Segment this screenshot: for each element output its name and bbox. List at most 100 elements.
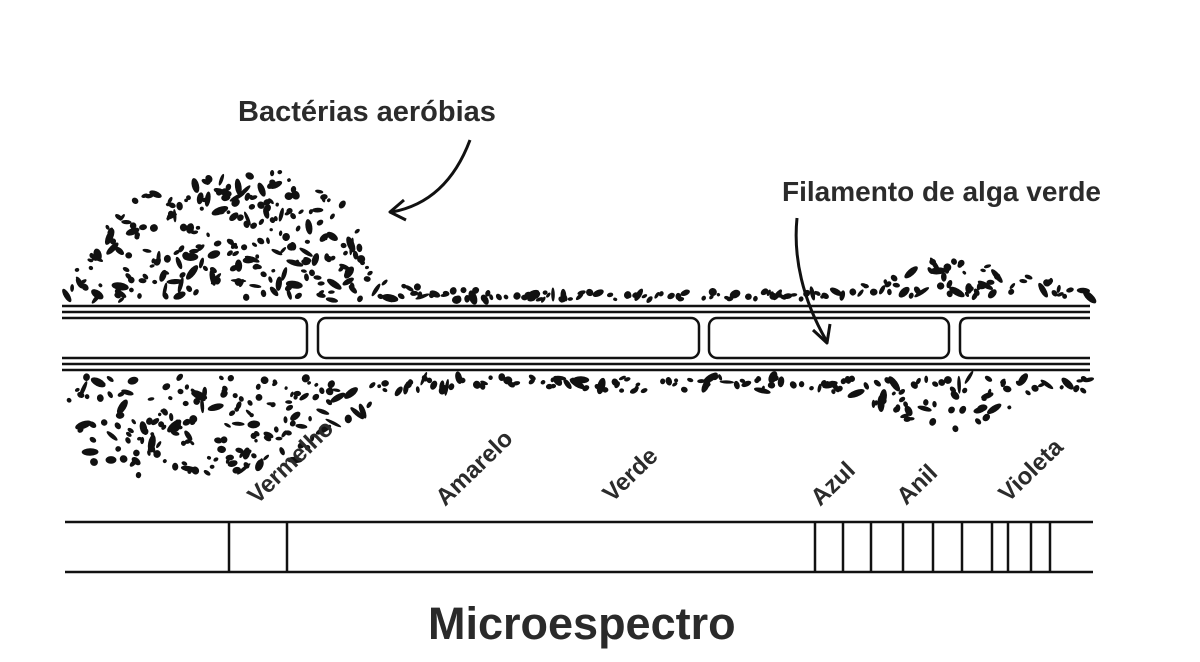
bacterium <box>328 290 335 294</box>
bacterium <box>100 419 108 426</box>
bacterium <box>178 245 185 253</box>
bacterium <box>878 285 886 295</box>
bacterium <box>286 289 292 300</box>
bacterium <box>278 207 284 222</box>
bacterium <box>1056 284 1061 293</box>
bacterium <box>330 255 336 261</box>
bacterium <box>304 445 311 451</box>
bacterium <box>279 447 285 456</box>
bacterium <box>175 419 181 428</box>
bacterium <box>81 448 99 456</box>
bacterium <box>914 287 930 298</box>
bacterium <box>279 247 287 254</box>
bacterium <box>254 438 258 443</box>
bacterium <box>404 285 414 292</box>
bacterium <box>209 267 217 274</box>
bacterium <box>255 393 263 401</box>
bacterium <box>667 292 675 300</box>
bacterium <box>244 211 251 226</box>
bacterium <box>365 265 369 270</box>
bacterium <box>371 283 381 297</box>
bacterium <box>550 383 557 389</box>
bacterium <box>1002 385 1012 393</box>
bacterium <box>128 276 135 284</box>
bacterium <box>247 420 261 429</box>
bacterium <box>938 379 946 386</box>
bacterium <box>987 388 992 395</box>
bacterium <box>193 289 199 296</box>
bacterium <box>606 292 614 298</box>
bacterium <box>498 373 506 381</box>
bacterium <box>994 273 1001 280</box>
bacterium <box>131 419 137 425</box>
bacterium <box>98 283 103 288</box>
bacterium <box>299 392 309 401</box>
bacterium <box>243 462 250 469</box>
bacterium <box>634 385 639 391</box>
alga-filament <box>62 304 1090 372</box>
bacterium <box>654 292 660 299</box>
bacterium <box>1083 290 1097 304</box>
bacterium <box>172 462 179 471</box>
bacterium <box>260 271 267 278</box>
bacterium <box>481 294 489 305</box>
bacterium <box>79 279 87 285</box>
bacterium <box>761 385 765 392</box>
bacterium <box>131 456 141 466</box>
bacterium <box>917 405 932 412</box>
bacterium <box>289 241 297 251</box>
bacterium <box>194 399 199 404</box>
bacterium <box>327 380 335 389</box>
bacterium <box>238 185 251 198</box>
bacterium <box>635 382 641 387</box>
bacterium <box>316 408 330 415</box>
bacterium <box>660 378 666 385</box>
bacterium <box>142 248 152 253</box>
bacterium <box>196 192 204 205</box>
bacterium <box>286 456 303 464</box>
bacterium <box>489 294 494 301</box>
bacterium <box>946 280 953 289</box>
bacterium <box>857 289 864 297</box>
bacterium <box>513 292 521 300</box>
bacterium <box>847 388 865 399</box>
bacterium <box>206 232 210 238</box>
bacterium <box>182 252 199 262</box>
bacterium <box>977 404 988 412</box>
bacterium <box>892 282 900 288</box>
bacterium <box>305 219 313 235</box>
bacterium <box>286 208 293 214</box>
bacterium <box>343 250 348 256</box>
bacteria-arrow-head <box>388 198 407 222</box>
bacterium <box>79 381 88 398</box>
bacterium <box>318 290 325 295</box>
bacterium <box>348 285 358 294</box>
bacterium <box>809 386 814 391</box>
bacterium <box>354 228 360 234</box>
bacterium <box>295 225 301 232</box>
bacterium <box>186 285 193 292</box>
bacterium <box>168 202 176 209</box>
bacterium <box>733 380 740 390</box>
bacterium <box>890 274 898 282</box>
bacterium <box>533 291 541 299</box>
bacterium <box>325 297 338 303</box>
bacterium <box>109 238 117 245</box>
bacterium <box>789 381 797 389</box>
bacterium <box>697 379 706 384</box>
bacterium <box>313 275 322 280</box>
bacterium <box>116 290 127 298</box>
bacterium <box>269 286 279 297</box>
bacterium <box>903 401 909 408</box>
bacterium <box>448 383 455 391</box>
bacterium <box>315 424 332 435</box>
bacterium <box>210 273 222 285</box>
bacterium <box>624 377 631 382</box>
bacterium <box>923 399 929 406</box>
bacterium <box>315 189 324 194</box>
bacterium <box>301 374 310 383</box>
bacterium <box>1024 274 1033 280</box>
bacterium <box>677 297 685 302</box>
bacterium <box>468 290 478 305</box>
bacterium <box>290 391 294 398</box>
